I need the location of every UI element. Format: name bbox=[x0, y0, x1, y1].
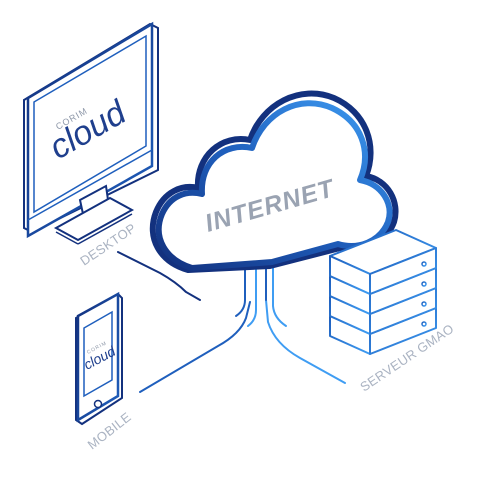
cloud-back-outline bbox=[149, 90, 399, 273]
internet-cloud: INTERNET bbox=[149, 90, 399, 273]
monitor-chin-line bbox=[27, 149, 153, 221]
connection-cables bbox=[117, 251, 346, 393]
desktop-cable bbox=[117, 251, 201, 301]
server-cable bbox=[265, 299, 346, 384]
cloud-drop-line-4 bbox=[272, 264, 287, 327]
mobile-phone: CORIM cloud bbox=[75, 291, 123, 426]
cloud-outline bbox=[155, 100, 393, 271]
server-unit-1 bbox=[329, 229, 437, 295]
monitor-screen bbox=[33, 34, 147, 214]
monitor-base-edge-2 bbox=[77, 213, 133, 245]
monitor-base bbox=[53, 196, 135, 242]
phone-screen bbox=[83, 310, 113, 398]
mobile-cable bbox=[139, 301, 251, 393]
desktop-monitor: CORIM cloud bbox=[23, 21, 159, 245]
cloud-drop-line-2 bbox=[247, 259, 257, 327]
cloud-drop-line-1 bbox=[235, 261, 246, 317]
phone-home-button bbox=[93, 399, 103, 409]
server-rack bbox=[329, 229, 437, 355]
monitor-base-edge bbox=[55, 231, 79, 245]
